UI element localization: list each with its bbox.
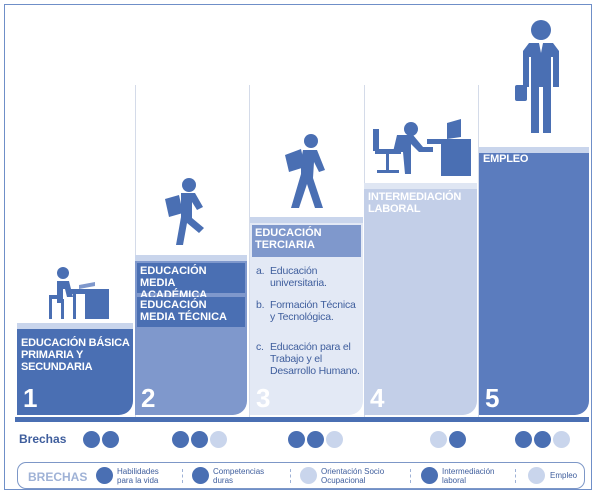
step-3: EDUCACIÓN TERCIARIA a. Educación univers… [250,217,363,415]
step-2-heading-academica: EDUCACIÓN MEDIA ACADÉMICA [137,263,245,301]
legend-item-label: Competencias duras [213,467,265,485]
legend-separator [182,469,183,483]
habilidades-icon [288,431,305,448]
businessman-icon [515,20,559,133]
competencias-icon [307,431,324,448]
brechas-row-label: Brechas [19,432,67,446]
step-3-number: 3 [256,383,271,413]
office-worker-icon [373,119,471,176]
empleo-icon [528,467,545,484]
orientacion-icon [430,431,447,448]
item-marker: c. [256,341,264,353]
legend-title: BRECHAS [28,470,88,484]
step-4-heading: INTERMEDIACIÓN LABORAL [368,191,462,215]
step-4-number: 4 [370,383,385,413]
habilidades-icon [96,467,113,484]
habilidades-icon [172,431,189,448]
column-divider [135,85,136,420]
step-1-heading: EDUCACIÓN BÁSICA PRIMARIA Y SECUNDARIA [21,337,130,373]
list-item: Educación para el Trabajo y el Desarroll… [270,341,360,377]
legend-separator [290,469,291,483]
habilidades-icon [515,431,532,448]
competencias-icon [102,431,119,448]
step-3-heading: EDUCACIÓN TERCIARIA [252,225,361,257]
habilidades-icon [83,431,100,448]
competencias-icon [534,431,551,448]
student-at-desk-icon [49,267,109,319]
list-item: Formación Técnica y Tecnológica. [270,299,356,323]
staircase-diagram: EDUCACIÓN BÁSICA PRIMARIA Y SECUNDARIA 1… [4,4,592,490]
step-5: EMPLEO 5 [479,147,589,415]
step-5-heading: EMPLEO [483,153,529,165]
empleo-icon [553,431,570,448]
column-divider [478,85,479,420]
step-4: INTERMEDIACIÓN LABORAL 4 [364,183,477,415]
legend-item-label: Intermediación laboral [442,467,495,485]
step-2-number: 2 [141,383,156,413]
competencias-icon [192,467,209,484]
orientacion-icon [300,467,317,484]
intermediacion-icon [449,431,466,448]
step-2-heading-tecnica: EDUCACIÓN MEDIA TÉCNICA [137,297,245,327]
climbing-student-icon [165,178,204,245]
competencias-icon [191,431,208,448]
step-2: EDUCACIÓN MEDIA ACADÉMICA EDUCACIÓN MEDI… [135,255,247,415]
item-marker: a. [256,265,265,277]
legend-item-label: Habilidades para la vida [117,467,159,485]
legend-item-label: Empleo [550,471,578,480]
step-1-number: 1 [23,383,38,413]
step-5-number: 5 [485,383,500,413]
legend: BRECHAS Habilidades para la vida Compete… [17,462,585,489]
walking-student-icon [285,134,325,208]
legend-separator [410,469,411,483]
legend-separator [515,469,516,483]
column-divider [249,85,250,420]
intermediacion-icon [421,467,438,484]
orientacion-icon [326,431,343,448]
baseline-bar [15,417,589,422]
step-1: EDUCACIÓN BÁSICA PRIMARIA Y SECUNDARIA 1 [17,323,133,415]
list-item: Educación universitaria. [270,265,327,289]
item-marker: b. [256,299,265,311]
orientacion-icon [210,431,227,448]
legend-item-label: Orientación Socio Ocupacional [321,467,385,485]
